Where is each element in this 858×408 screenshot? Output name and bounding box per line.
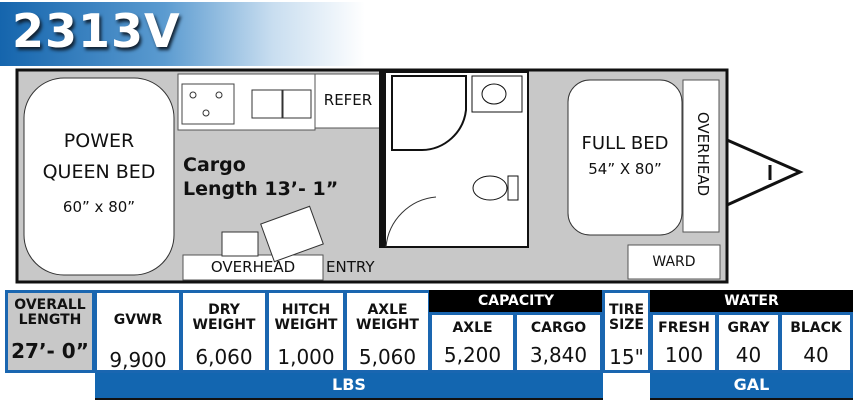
hitch-label: HITCH bbox=[281, 302, 331, 318]
queen-bed-label-1: POWER bbox=[63, 130, 135, 152]
shower bbox=[391, 75, 467, 151]
dry-label: DRY bbox=[208, 302, 240, 318]
capacity-cargo-label: CARGO bbox=[530, 320, 587, 336]
ward-label: WARD bbox=[652, 254, 696, 270]
sink bbox=[251, 89, 283, 119]
water-header: WATER bbox=[650, 290, 853, 313]
bath-sink bbox=[471, 75, 523, 113]
black-label: BLACK bbox=[790, 320, 842, 336]
fresh-value: 100 bbox=[664, 343, 704, 367]
queen-bed-size: 60” x 80” bbox=[62, 198, 136, 216]
model-title: 2313V bbox=[12, 4, 181, 58]
tire-label: TIRE bbox=[608, 302, 645, 318]
axle-label: AXLE bbox=[367, 302, 408, 318]
entry-label: ENTRY bbox=[326, 258, 375, 276]
overall-label: OVERALL bbox=[14, 297, 86, 313]
capacity-axle-value: 5,200 bbox=[443, 343, 502, 367]
gvwr-label: GVWR bbox=[113, 312, 163, 328]
ward-box bbox=[627, 244, 721, 280]
chair bbox=[260, 205, 324, 263]
lbs-bar: LBS bbox=[95, 373, 603, 400]
weight-label: WEIGHT bbox=[356, 317, 419, 333]
tire-size-cell: TIRE SIZE 15" bbox=[602, 290, 651, 373]
weight-label: WEIGHT bbox=[274, 317, 338, 333]
refer-box bbox=[314, 73, 381, 129]
overhead-right-box bbox=[682, 79, 720, 233]
dry-weight-value: 6,060 bbox=[195, 345, 253, 369]
weight-label: WEIGHT bbox=[192, 317, 256, 333]
axle-weight-cell: AXLE WEIGHT 5,060 bbox=[344, 290, 431, 373]
capacity-axle-label: AXLE bbox=[452, 320, 493, 336]
overall-length-value: 27’- 0” bbox=[11, 339, 89, 363]
capacity-axle-cell: AXLE 5,200 bbox=[429, 312, 516, 373]
tire-size-value: 15" bbox=[609, 345, 644, 369]
length-label: LENGTH bbox=[18, 312, 82, 328]
chair bbox=[221, 231, 259, 257]
refer-label: REFER bbox=[323, 91, 373, 109]
gvwr-cell: GVWR 9,900 bbox=[94, 290, 182, 373]
gvwr-value: 9,900 bbox=[109, 348, 167, 372]
capacity-cargo-value: 3,840 bbox=[529, 343, 588, 367]
overall-length-cell: OVERALL LENGTH 27’- 0” bbox=[5, 290, 95, 373]
overhead-label: OVERHEAD bbox=[210, 258, 296, 276]
overhead-box bbox=[182, 254, 324, 281]
gray-cell: GRAY 40 bbox=[716, 312, 781, 373]
queen-bed bbox=[23, 77, 175, 276]
fresh-cell: FRESH 100 bbox=[650, 312, 718, 373]
queen-bed-label-2: QUEEN BED bbox=[42, 161, 156, 183]
size-label: SIZE bbox=[608, 317, 644, 333]
stove bbox=[181, 83, 235, 125]
hitch-tongue bbox=[726, 138, 804, 207]
toilet bbox=[507, 175, 519, 201]
dry-weight-cell: DRY WEIGHT 6,060 bbox=[180, 290, 268, 373]
kitchen-counter bbox=[177, 73, 316, 131]
axle-weight-value: 5,060 bbox=[358, 345, 417, 369]
cargo-length: Length 13’- 1” bbox=[183, 178, 339, 200]
black-value: 40 bbox=[803, 343, 829, 367]
gray-label: GRAY bbox=[727, 320, 770, 336]
capacity-header: CAPACITY bbox=[429, 290, 603, 313]
hitch-weight-value: 1,000 bbox=[277, 345, 335, 369]
cargo-label: Cargo bbox=[183, 154, 246, 176]
full-bed bbox=[567, 79, 683, 236]
gal-bar: GAL bbox=[650, 373, 853, 400]
black-cell: BLACK 40 bbox=[779, 312, 853, 373]
hitch-weight-cell: HITCH WEIGHT 1,000 bbox=[266, 290, 346, 373]
title-banner bbox=[0, 2, 365, 66]
capacity-cargo-cell: CARGO 3,840 bbox=[514, 312, 603, 373]
full-bed-size: 54” X 80” bbox=[588, 160, 662, 178]
overhead-right-label: OVERHEAD bbox=[694, 111, 712, 197]
fresh-label: FRESH bbox=[658, 320, 710, 336]
floorplan-drawing bbox=[15, 68, 804, 284]
gray-value: 40 bbox=[735, 343, 762, 367]
full-bed-label: FULL BED bbox=[581, 133, 669, 154]
